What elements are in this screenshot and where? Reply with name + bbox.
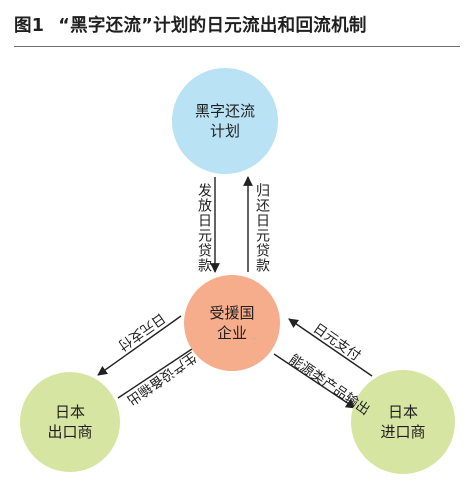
title-divider [14, 46, 460, 47]
node-japan-exporter: 日本 出口商 [20, 372, 120, 472]
node-center-line2: 企业 [216, 324, 247, 342]
edge-label-issue-loans: 发放日元贷款 [196, 183, 212, 273]
arrow-pay-left [97, 315, 182, 376]
node-recipient-enterprise: 受援国 企业 [184, 275, 280, 371]
node-japan-importer: 日本 进口商 [351, 370, 455, 474]
arrow-equipment-export [117, 342, 202, 399]
arrow-pay-right [288, 318, 373, 377]
figure-title: 图1 “黑字还流”计划的日元流出和回流机制 [14, 12, 367, 37]
figure-title-text: “黑字还流”计划的日元流出和回流机制 [58, 16, 367, 36]
node-left-line1: 日本 [54, 402, 85, 421]
node-center-line1: 受援国 [209, 303, 255, 322]
node-surplus-recycling-plan: 黑字还流 计划 [172, 68, 278, 174]
node-left-line2: 出口商 [47, 423, 93, 441]
node-right-line2: 进口商 [380, 423, 426, 441]
node-top-line1: 黑字还流 [194, 101, 255, 120]
edge-label-return-loans: 归还日元贷款 [254, 183, 270, 273]
figure-number: 图1 [14, 16, 45, 36]
arrow-energy-export [273, 353, 356, 409]
node-top-line2: 计划 [209, 122, 240, 140]
node-right-line1: 日本 [387, 402, 418, 421]
